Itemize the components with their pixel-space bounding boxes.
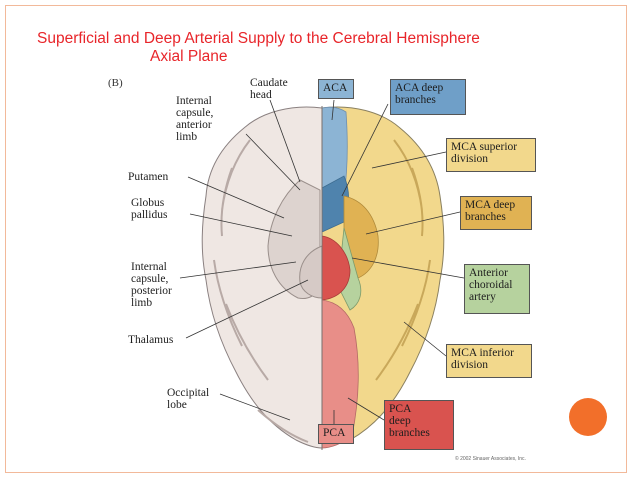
- right-leader-lines: [331, 99, 465, 424]
- figure-copyright: © 2002 Sinauer Associates, Inc.: [455, 456, 526, 462]
- slide-subtitle: Axial Plane: [150, 48, 228, 65]
- pca-deep-territory: [321, 235, 351, 301]
- label-occipital-lobe: Occipital lobe: [167, 387, 210, 411]
- box-mca-deep-branches: MCA deep branches: [460, 196, 532, 230]
- left-leader-lines: [179, 99, 309, 421]
- box-mca-inferior-division: MCA inferior division: [446, 344, 532, 378]
- label-caudate-head: Caudate head: [250, 77, 288, 101]
- label-putamen: Putamen: [128, 171, 169, 183]
- box-aca: ACA: [318, 79, 354, 99]
- left-gyri: [213, 139, 309, 443]
- slide-frame: [5, 5, 627, 473]
- box-mca-superior-division: MCA superior division: [446, 138, 536, 172]
- figure-panel-label: (B): [108, 77, 123, 89]
- pca-territory: [321, 299, 359, 449]
- right-gyri: [375, 139, 431, 381]
- label-thalamus: Thalamus: [128, 334, 174, 346]
- label-internal-capsule-posterior-limb: Internal capsule, posterior limb: [131, 261, 172, 309]
- left-thalamus: [299, 245, 323, 299]
- box-aca-deep-branches: ACA deep branches: [390, 79, 466, 115]
- slide-title: Superficial and Deep Arterial Supply to …: [37, 30, 480, 47]
- label-internal-capsule-anterior-limb: Internal capsule, anterior limb: [176, 95, 214, 143]
- label-globus-pallidus: Globus pallidus: [131, 197, 168, 221]
- decorative-orange-circle: [569, 398, 607, 436]
- box-pca-deep-branches: PCA deep branches: [384, 400, 454, 450]
- box-pca: PCA: [318, 424, 354, 444]
- box-anterior-choroidal-artery: Anterior choroidal artery: [464, 264, 530, 314]
